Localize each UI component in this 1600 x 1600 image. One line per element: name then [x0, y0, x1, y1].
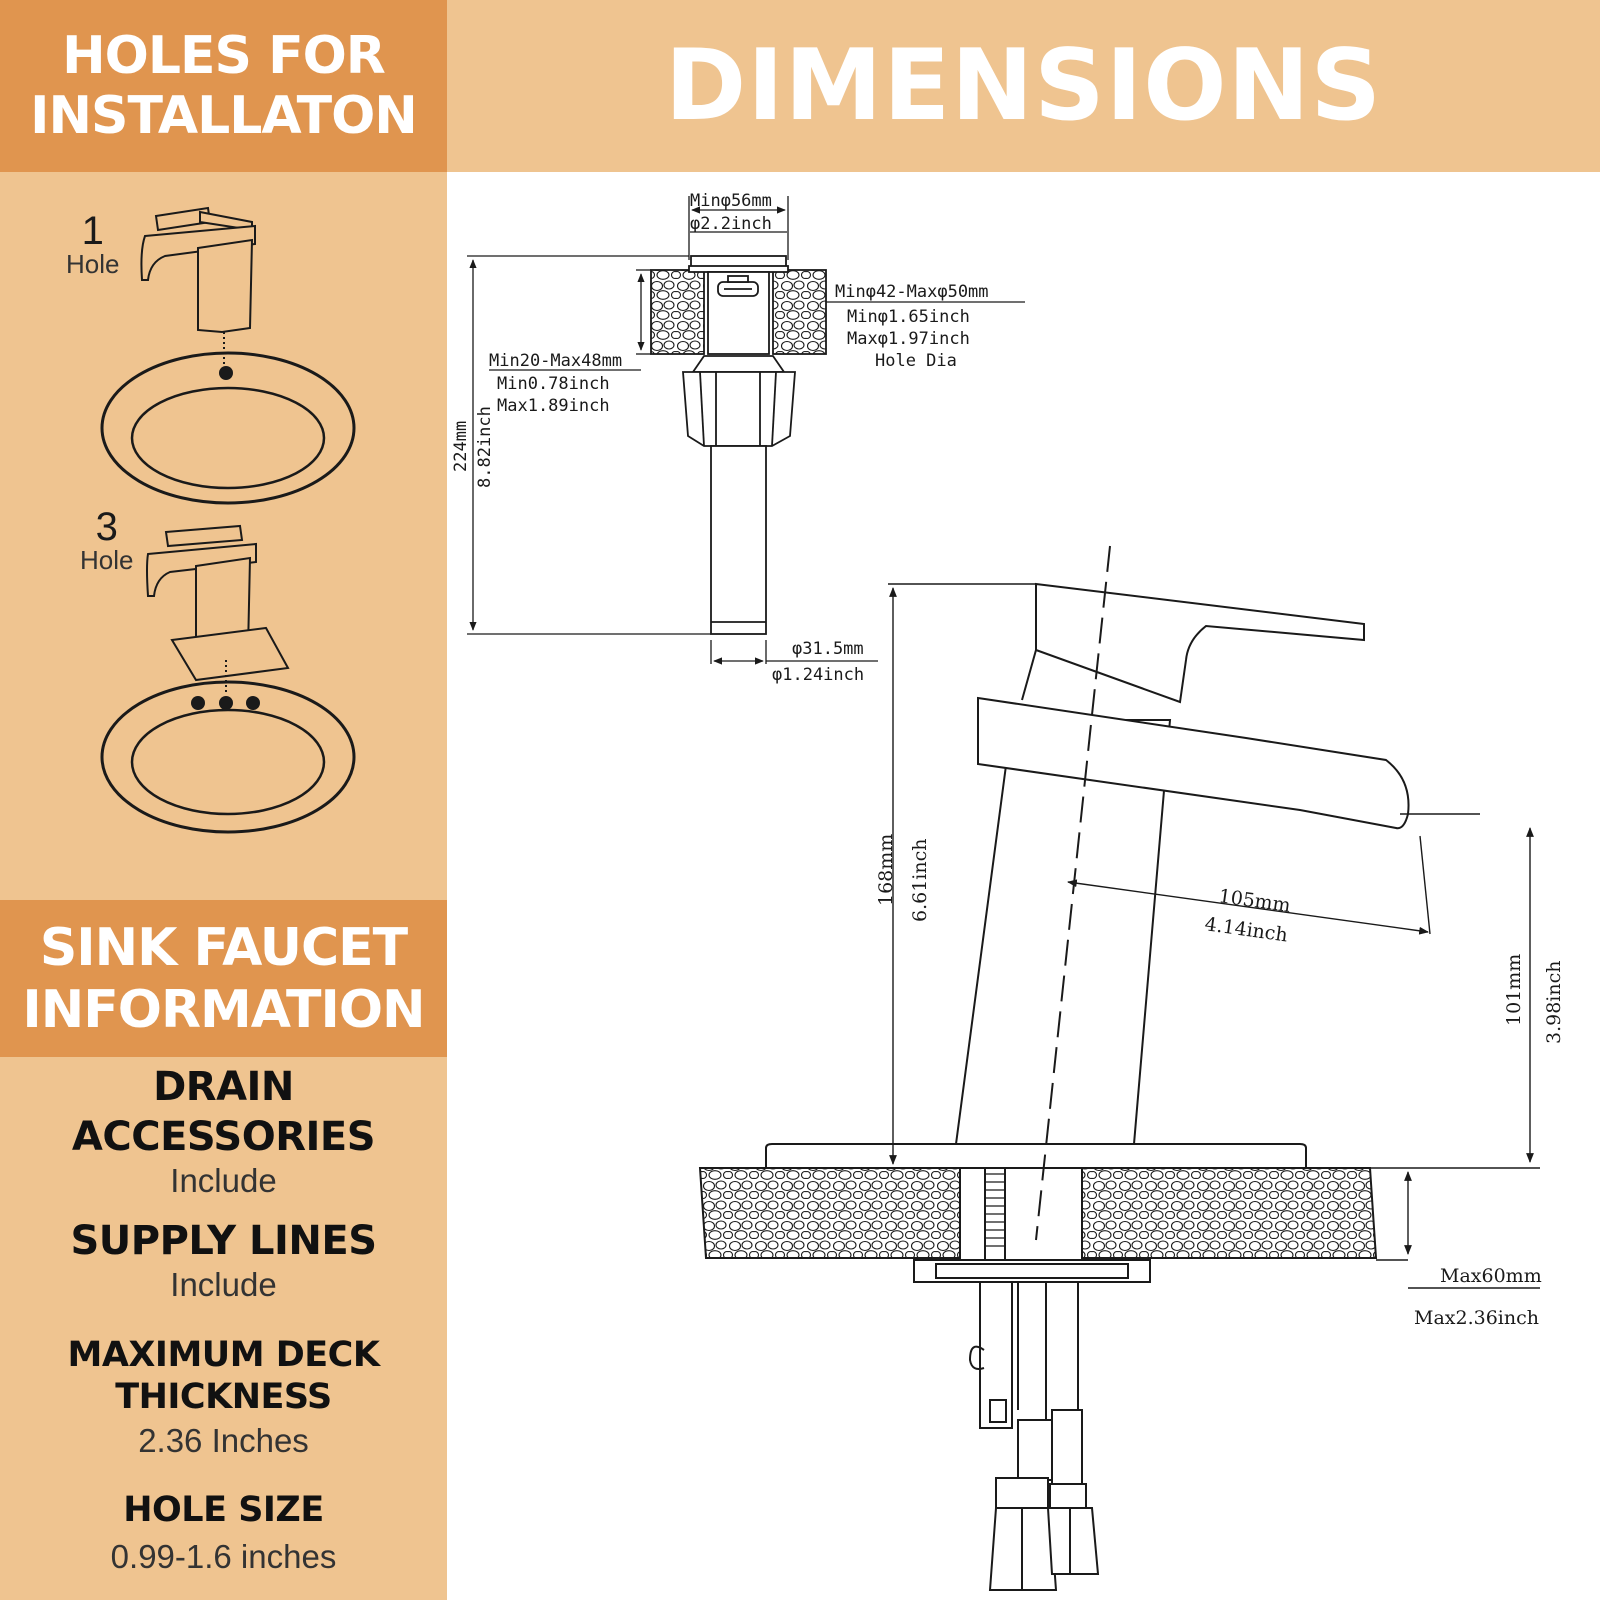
drain-hole-min-inch: Minφ1.65inch — [847, 307, 970, 327]
drain-value: Include — [170, 1162, 277, 1199]
three-hole-label: 3 Hole — [80, 505, 134, 575]
drain-top-inch: φ2.2inch — [690, 214, 772, 234]
dimensions-banner: DIMENSIONS — [447, 0, 1600, 172]
install-holes-header: HOLES FOR INSTALLATON — [0, 0, 447, 172]
drain-deck-max-inch: Max1.89inch — [497, 396, 610, 416]
threaded-stud — [985, 1173, 1005, 1247]
supply-lines-item: SUPPLY LINES Include — [0, 1216, 447, 1304]
one-hole-label: 1 Hole — [66, 209, 120, 279]
deck-title-1: MAXIMUM DECK — [67, 1335, 380, 1375]
hole-size-value: 0.99-1.6 inches — [110, 1538, 337, 1575]
faucet-spout-inch: 3.98inch — [1543, 961, 1565, 1045]
supply-value: Include — [170, 1266, 277, 1303]
drain-deck-right — [772, 269, 827, 355]
faucet-reach-mm: 105mm — [1217, 885, 1292, 917]
one-hole-word: Hole — [66, 249, 120, 279]
drain-hole-mm: Minφ42-Maxφ50mm — [835, 282, 989, 302]
drain-top-mm: Minφ56mm — [690, 191, 772, 211]
one-hole-number: 1 — [81, 209, 104, 253]
drain-deck-left — [650, 269, 705, 355]
page-title: DIMENSIONS — [664, 29, 1383, 143]
faucet-height-inch: 6.61inch — [909, 839, 931, 923]
drain-hole-caption: Hole Dia — [875, 351, 957, 371]
supply-title: SUPPLY LINES — [70, 1218, 377, 1264]
drain-title-2: ACCESSORIES — [71, 1114, 376, 1160]
three-hole-number: 3 — [95, 505, 118, 549]
faucet-height-mm: 168mm — [875, 834, 897, 906]
deck-thickness-item: MAXIMUM DECK THICKNESS 2.36 Inches — [0, 1334, 447, 1464]
faucet-dimension-lines — [888, 583, 1540, 1289]
faucet-info-header: SINK FAUCET INFORMATION — [0, 900, 447, 1057]
drain-hole-max-inch: Maxφ1.97inch — [847, 329, 970, 349]
three-hole-word: Hole — [80, 545, 134, 575]
drain-title-1: DRAIN — [153, 1064, 294, 1110]
info-header-line-2: INFORMATION — [22, 979, 425, 1040]
deck-value: 2.36 Inches — [138, 1422, 309, 1459]
faucet-deck-inch: Max2.36inch — [1414, 1307, 1539, 1329]
install-header-line-2: INSTALLATON — [30, 86, 418, 146]
hole-size-item: HOLE SIZE 0.99-1.6 inches — [0, 1488, 447, 1582]
drain-deck-min-inch: Min0.78inch — [497, 374, 610, 394]
faucet-deck-mm: Max60mm — [1440, 1265, 1542, 1287]
drain-deck-mm: Min20-Max48mm — [489, 351, 622, 371]
drain-dimension-lines — [467, 196, 1025, 665]
hole-size-title: HOLE SIZE — [123, 1490, 324, 1530]
drain-pipe-inch: φ1.24inch — [772, 665, 864, 685]
drain-pipe-mm: φ31.5mm — [792, 639, 864, 659]
drain-height-mm: 224mm — [451, 421, 471, 472]
install-header-line-1: HOLES FOR — [62, 26, 386, 86]
faucet-spout-mm: 101mm — [1503, 954, 1525, 1026]
drain-accessories-item: DRAIN ACCESSORIES Include — [0, 1062, 447, 1200]
drain-height-inch: 8.82inch — [475, 406, 495, 488]
drain-assembly — [650, 255, 827, 635]
info-header-line-1: SINK FAUCET — [39, 917, 408, 978]
deck-title-2: THICKNESS — [115, 1377, 332, 1417]
faucet-reach-inch: 4.14inch — [1203, 913, 1289, 946]
